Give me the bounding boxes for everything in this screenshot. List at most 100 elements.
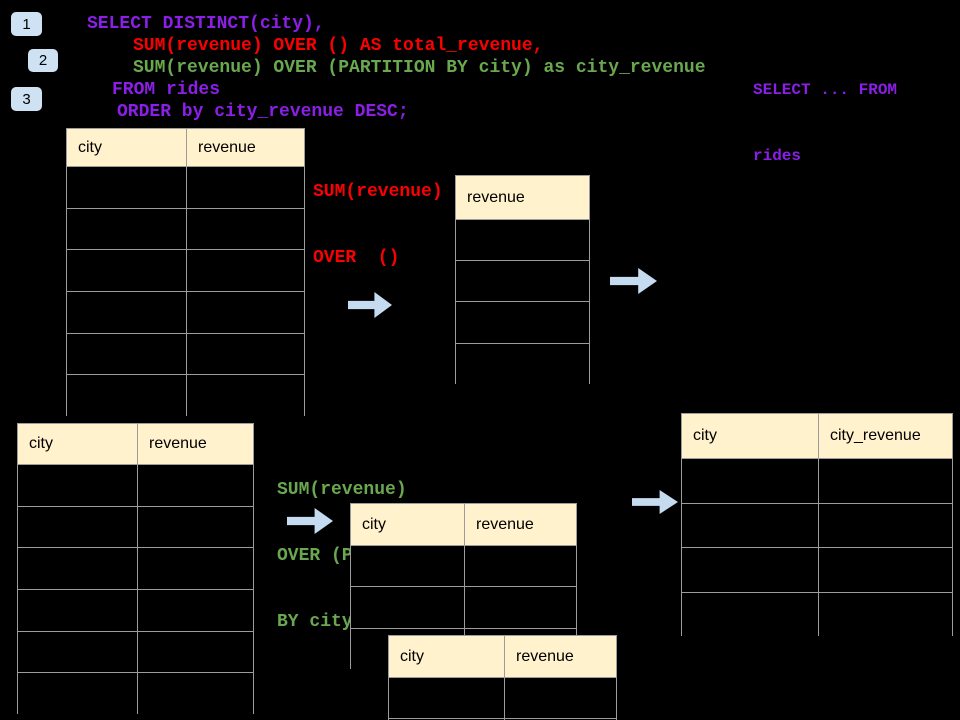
column-header-revenue: revenue xyxy=(504,636,616,677)
table-cell-empty xyxy=(18,590,137,631)
table-cell-empty xyxy=(682,593,818,637)
table-cell-empty xyxy=(186,208,304,250)
table-row xyxy=(456,260,589,302)
label-partition-line-1: SUM(revenue) xyxy=(277,480,407,500)
table-body xyxy=(18,464,253,715)
table-cell-empty xyxy=(186,167,304,208)
label-sum-over-total: SUM(revenue) OVER () xyxy=(313,137,443,313)
table-row xyxy=(682,458,952,503)
side-note-select-from: SELECT ... FROM rides xyxy=(753,35,897,211)
label-total-line-1: SUM(revenue) xyxy=(313,182,443,202)
table-partition-overlay: city revenue xyxy=(388,635,617,720)
table-cell-empty xyxy=(18,507,137,548)
table-row xyxy=(456,342,589,384)
arrow-right-icon xyxy=(610,268,657,294)
table-cell-empty xyxy=(67,292,186,333)
table-header-row: revenue xyxy=(456,176,589,219)
table-row xyxy=(67,249,304,292)
column-header-city: city xyxy=(400,647,424,665)
table-cell-empty xyxy=(18,632,137,673)
side-note-line-2: rides xyxy=(753,147,802,165)
table-header-row: city revenue xyxy=(351,504,576,545)
arrow-right-icon xyxy=(632,490,678,514)
table-rides-source-bottom: city revenue xyxy=(17,423,254,715)
table-cell-empty xyxy=(682,504,818,548)
step-badge-2: 2 xyxy=(28,49,58,72)
column-header-revenue: revenue xyxy=(464,504,576,545)
table-cell-empty xyxy=(67,334,186,375)
column-header-city: city xyxy=(362,515,386,533)
table-cell-empty xyxy=(818,592,952,636)
table-cell-empty xyxy=(18,465,137,506)
table-body xyxy=(389,677,616,720)
table-cell-empty xyxy=(186,250,304,292)
sql-line-select: SELECT DISTINCT(city), xyxy=(87,14,325,34)
table-header-row: city revenue xyxy=(389,636,616,677)
column-header-revenue: revenue xyxy=(186,129,304,166)
column-header-revenue: revenue xyxy=(137,424,253,464)
table-row xyxy=(456,219,589,261)
table-cell-empty xyxy=(456,302,589,342)
sql-line-total-revenue: SUM(revenue) OVER () AS total_revenue, xyxy=(133,36,544,56)
table-header-row: city revenue xyxy=(67,129,304,166)
step-badge-1: 1 xyxy=(11,12,42,36)
table-row xyxy=(682,547,952,592)
table-cell-empty xyxy=(137,506,253,548)
sql-line-order-by: ORDER by city_revenue DESC; xyxy=(117,102,409,122)
table-row xyxy=(456,301,589,343)
table-cell-empty xyxy=(456,220,589,260)
table-cell-empty xyxy=(464,546,576,587)
table-row xyxy=(67,207,304,250)
column-header-city-revenue: city_revenue xyxy=(818,414,952,458)
table-cell-empty xyxy=(67,375,186,416)
table-cell-empty xyxy=(137,631,253,673)
column-header-city: city xyxy=(78,138,102,156)
table-row xyxy=(389,677,616,718)
table-row xyxy=(18,464,253,506)
table-cell-empty xyxy=(682,548,818,592)
table-header-row: city city_revenue xyxy=(682,414,952,458)
table-cell-empty xyxy=(351,587,464,627)
table-row xyxy=(351,545,576,587)
table-body xyxy=(67,166,304,417)
table-cell-empty xyxy=(818,548,952,592)
table-row xyxy=(67,332,304,375)
table-cell-empty xyxy=(18,548,137,589)
table-cell-empty xyxy=(186,292,304,333)
table-row xyxy=(67,291,304,333)
table-result-city-revenue: city city_revenue xyxy=(681,413,953,636)
table-body xyxy=(682,458,952,636)
table-row xyxy=(351,586,576,628)
table-row xyxy=(18,630,253,673)
table-cell-empty xyxy=(351,546,464,586)
column-header-revenue: revenue xyxy=(467,188,525,206)
table-cell-empty xyxy=(504,678,616,718)
sql-line-city-revenue: SUM(revenue) OVER (PARTITION BY city) as… xyxy=(133,58,706,78)
table-cell-empty xyxy=(682,459,818,503)
table-body xyxy=(456,219,589,384)
sql-line-from: FROM rides xyxy=(112,80,221,100)
table-cell-empty xyxy=(137,590,253,631)
table-cell-empty xyxy=(186,333,304,375)
table-cell-empty xyxy=(18,673,137,714)
step-badge-3: 3 xyxy=(11,87,42,111)
table-cell-empty xyxy=(67,209,186,250)
table-cell-empty xyxy=(137,548,253,590)
table-cell-empty xyxy=(137,673,253,715)
table-row xyxy=(67,166,304,208)
table-cell-empty xyxy=(67,167,186,208)
table-row xyxy=(18,589,253,631)
table-cell-empty xyxy=(818,503,952,547)
table-row xyxy=(18,672,253,715)
table-header-row: city revenue xyxy=(18,424,253,464)
table-cell-empty xyxy=(186,375,304,417)
table-row xyxy=(18,547,253,590)
table-cell-empty xyxy=(137,465,253,506)
table-row xyxy=(682,591,952,637)
table-cell-empty xyxy=(464,587,576,628)
table-cell-empty xyxy=(389,678,504,718)
label-partition-line-3: BY city) xyxy=(277,612,364,632)
table-row xyxy=(682,502,952,548)
label-total-line-2: OVER () xyxy=(313,248,400,268)
table-cell-empty xyxy=(67,250,186,291)
